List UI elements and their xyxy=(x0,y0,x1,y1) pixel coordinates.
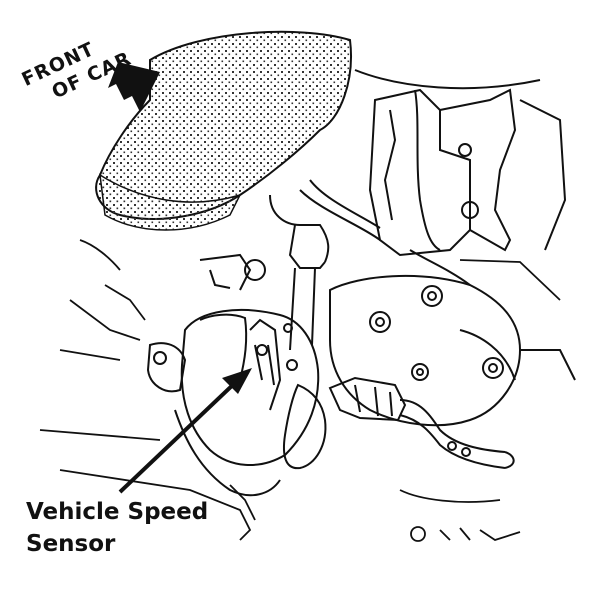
floor-pan-lower xyxy=(99,173,242,231)
sensor-housing xyxy=(146,253,327,497)
engine-block xyxy=(368,88,567,257)
lower-structure xyxy=(39,239,561,542)
shift-linkage xyxy=(269,179,381,351)
sensor-label-line1: Vehicle Speed xyxy=(26,499,209,525)
front-direction-arrow xyxy=(108,62,160,112)
body-panel xyxy=(354,69,541,90)
sensor-connector xyxy=(328,376,515,469)
vehicle-speed-sensor-label: Vehicle Speed Sensor xyxy=(26,496,208,560)
sensor-pointer-arrow xyxy=(118,368,252,494)
sensor-label-line2: Sensor xyxy=(26,531,116,557)
transmission-case xyxy=(329,249,576,427)
